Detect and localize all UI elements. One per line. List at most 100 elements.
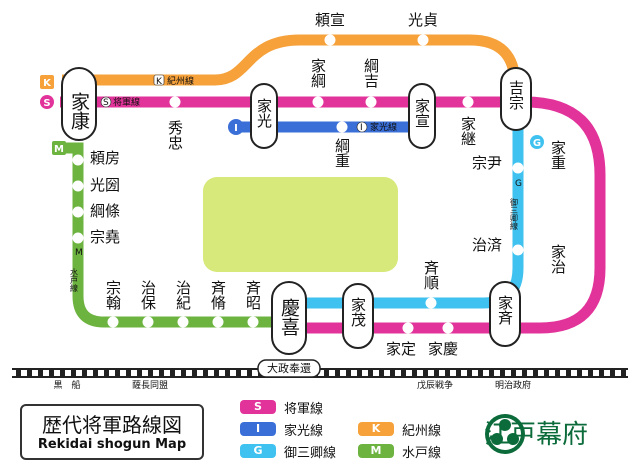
station-nariaki: 斉脩: [209, 280, 227, 310]
interchange-yoshimune[interactable]: 吉宗: [500, 67, 532, 131]
interchange-iemochi[interactable]: 家茂: [342, 283, 374, 349]
station-dot[interactable]: [365, 96, 377, 108]
aoi-crest-icon: [485, 414, 525, 454]
interchange-ienari[interactable]: 家斉: [489, 281, 521, 347]
legend-kishu-swatch: K: [358, 422, 394, 436]
station-dot[interactable]: [212, 316, 224, 328]
station-dot[interactable]: [512, 162, 524, 174]
station-dot[interactable]: [512, 244, 524, 256]
railway-tie: [27, 370, 32, 376]
station-dot[interactable]: [177, 316, 189, 328]
railway-tie: [236, 370, 241, 376]
station-yorifusa: 頼房: [90, 149, 120, 167]
mito-line: [60, 142, 296, 328]
railway-tie: [346, 370, 351, 376]
station-dot[interactable]: [336, 121, 348, 133]
station-tsunaeda: 綱條: [90, 202, 120, 220]
railway-tie: [401, 370, 406, 376]
event-taisei: 大政奉還: [267, 361, 311, 375]
station-harusada: 治済: [472, 236, 502, 254]
interchange-iemitsu[interactable]: 家光: [250, 83, 278, 149]
shogun-line: [60, 96, 606, 334]
station-mitsukuni: 光圀: [90, 176, 120, 194]
station-hidetada: 秀忠: [166, 120, 184, 150]
interchange-yoshinobu[interactable]: 慶喜: [271, 281, 307, 355]
railway-tie: [599, 370, 604, 376]
station-dot[interactable]: [312, 96, 324, 108]
station-munetaka: 宗堯: [90, 228, 120, 246]
railway-tie: [511, 370, 516, 376]
railway-tie: [489, 370, 494, 376]
iemitsu-line-badge: [228, 119, 244, 135]
event-boshin: 戊辰戦争: [417, 379, 453, 391]
station-dot[interactable]: [72, 206, 84, 218]
railway-tie: [71, 370, 76, 376]
railway-tie: [148, 370, 153, 376]
iemitsu-line-badge-letter: I: [234, 123, 238, 134]
kishu-inline-label: 紀州線: [167, 75, 194, 87]
station-dot[interactable]: [142, 316, 154, 328]
interchange-ienobu[interactable]: 家宣: [408, 83, 436, 149]
station-dot[interactable]: [107, 316, 119, 328]
station-harumori: 治保: [139, 280, 157, 310]
station-dot[interactable]: [425, 297, 437, 309]
kishu-line-badge-letter: K: [43, 78, 52, 89]
railway-tie: [115, 370, 120, 376]
legend-iemitsu: I 家光線: [240, 420, 324, 439]
map-title-box: 歴代将軍路線図 Rekidai shogun Map: [20, 404, 204, 460]
station-dot[interactable]: [402, 322, 414, 334]
station-dot[interactable]: [247, 316, 259, 328]
shogun-line-badge-letter: S: [43, 98, 50, 109]
railway-tie: [522, 370, 527, 376]
station-dot[interactable]: [462, 96, 474, 108]
gosankyo-vertical-badge: G: [515, 179, 522, 189]
event-kurofune: 黒 船: [53, 379, 80, 391]
railway-tie: [555, 370, 560, 376]
legend-gosankyo: G 御三卿線: [240, 442, 337, 461]
station-ietsugu: 家継: [459, 116, 477, 146]
station-dot[interactable]: [417, 34, 429, 46]
railway-tie: [456, 370, 461, 376]
gosankyo-line-badge-letter: G: [533, 138, 541, 149]
mito-vertical-label: 水戸線: [70, 267, 79, 292]
station-dot[interactable]: [442, 322, 454, 334]
station-dot[interactable]: [552, 142, 564, 154]
railway-tie: [533, 370, 538, 376]
legend-shogun-swatch: S: [240, 400, 276, 414]
legend-iemitsu-label: 家光線: [284, 423, 324, 439]
station-ieharu: 家治: [549, 244, 567, 274]
legend-gosankyo-swatch: G: [240, 444, 276, 458]
station-dot[interactable]: [169, 96, 181, 108]
railway-tie: [324, 370, 329, 376]
central-park-area: [203, 177, 398, 272]
legend-gosankyo-label: 御三卿線: [284, 445, 337, 461]
station-dot[interactable]: [552, 246, 564, 258]
station-iesada: 家定: [386, 340, 416, 358]
taisei-label-box: [257, 359, 321, 378]
svg-text:家茂: 家茂: [349, 297, 367, 328]
svg-text:家斉: 家斉: [496, 295, 514, 326]
shogun-inline-badge-letter: S: [103, 98, 109, 108]
railway-tie: [423, 370, 428, 376]
railway-tie: [38, 370, 43, 376]
railway-tie: [104, 370, 109, 376]
station-dot[interactable]: [72, 180, 84, 192]
station-narinobu: 斉順: [422, 260, 440, 290]
event-satcho: 薩長同盟: [132, 379, 168, 391]
railway-tie: [478, 370, 483, 376]
station-dot[interactable]: [72, 232, 84, 244]
station-dot[interactable]: [324, 34, 336, 46]
station-dot[interactable]: [72, 154, 84, 166]
iemitsu-inline-badge: [356, 121, 368, 133]
shogun-inline-badge: [100, 96, 112, 108]
station-tsunayoshi: 綱吉: [362, 58, 380, 88]
event-meiji: 明治政府: [495, 379, 531, 391]
interchange-ieyasu[interactable]: 家康: [61, 67, 97, 141]
railway-tie: [49, 370, 54, 376]
station-mitsusada: 光貞: [408, 11, 438, 29]
railway-tie: [434, 370, 439, 376]
railway-ties: [16, 370, 626, 376]
station-tsunashige: 綱重: [333, 138, 351, 168]
iemitsu-inline-label: 家光線: [370, 121, 397, 133]
mito-line-badge-letter: M: [54, 144, 64, 155]
